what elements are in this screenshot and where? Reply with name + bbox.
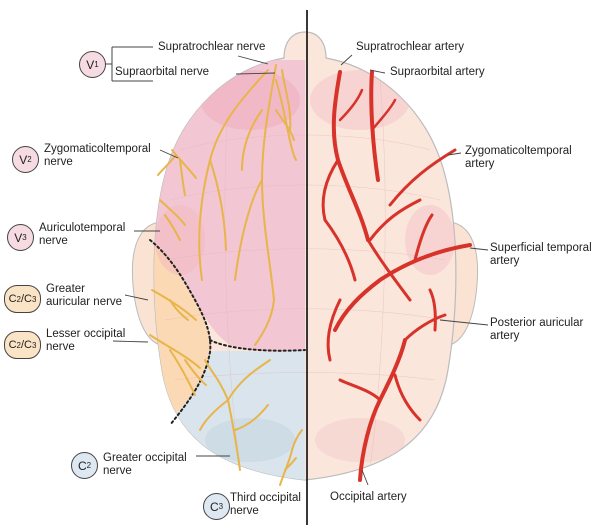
c2c3b-c2: C xyxy=(24,339,32,351)
posterior-auricular-artery-line2: artery xyxy=(490,330,520,342)
great-auricular-nerve-line2: auricular nerve xyxy=(46,296,123,308)
right-ear xyxy=(449,221,479,346)
great-auricular-nerve-line1: Greater xyxy=(46,283,85,295)
posterior-auricular-artery-line1: Posterior auricular xyxy=(490,317,584,329)
greater-occipital-nerve-line2: nerve xyxy=(103,465,132,477)
supraorbital-nerve-label: Supraorbital nerve xyxy=(115,66,209,78)
artery-branches xyxy=(321,70,472,482)
dermatome-boundary-occipital xyxy=(209,339,306,352)
c2c3a-c: C xyxy=(8,293,17,305)
c2c3b-c: C xyxy=(8,339,17,351)
v2-num: 2 xyxy=(27,155,32,164)
c3-letter: C xyxy=(209,499,219,514)
v1-letter: V xyxy=(86,57,95,72)
c2c3b-n1: 2 xyxy=(16,340,21,350)
supratrochlear-artery-label: Supratrochlear artery xyxy=(356,41,465,53)
v1-bracket xyxy=(104,46,153,82)
c3-num: 3 xyxy=(218,502,224,511)
lesser-occipital-nerve-line2: nerve xyxy=(46,341,75,353)
supratrochlear-nerve-label: Supratrochlear nerve xyxy=(158,41,266,53)
c2c3a-n2: 3 xyxy=(31,294,37,304)
temporal-muscle-right xyxy=(405,205,455,275)
zygomaticotemporal-nerve-line2: nerve xyxy=(44,156,73,168)
third-occipital-nerve-line1: Third occipital xyxy=(230,492,301,504)
v2-letter: V xyxy=(19,152,28,167)
c2c3b-n2: 3 xyxy=(31,340,37,350)
frontal-belly-left xyxy=(200,70,300,130)
zygomaticotemporal-artery-line1: Zygomaticoltemporal xyxy=(465,145,572,157)
supraorbital-artery-label: Supraorbital artery xyxy=(390,66,485,78)
lesser-occipital-nerve-line1: Lesser occipital xyxy=(46,328,126,340)
superficial-temporal-artery-line1: Superficial temporal xyxy=(490,242,592,254)
auriculotemporal-nerve-line2: nerve xyxy=(39,235,68,247)
c2c3a-slash: / xyxy=(20,293,25,305)
greater-occipital-nerve-line1: Greater occipital xyxy=(103,452,187,464)
v3-num: 3 xyxy=(22,233,27,242)
occipital-belly-right xyxy=(315,418,405,462)
nerve-branches xyxy=(149,64,303,486)
zygomaticotemporal-artery-line2: artery xyxy=(465,158,495,170)
superficial-temporal-artery-line2: artery xyxy=(490,255,520,267)
artery-leader-lines xyxy=(340,54,489,486)
v3-letter: V xyxy=(14,230,23,245)
c2-num: 2 xyxy=(86,461,92,470)
c2c3a-n1: 2 xyxy=(16,294,21,304)
zygomaticotemporal-nerve-line1: Zygomaticoltemporal xyxy=(44,143,151,155)
occipital-artery-label: Occipital artery xyxy=(330,491,407,503)
c2-letter: C xyxy=(77,458,87,473)
nerve-leader-lines xyxy=(112,55,276,457)
auriculotemporal-nerve-line1: Auriculotemporal xyxy=(39,222,126,234)
third-occipital-nerve-line2: nerve xyxy=(230,505,259,517)
v1-num: 1 xyxy=(94,60,99,69)
occipital-belly-left xyxy=(205,418,295,462)
trigeminal-territory xyxy=(154,60,305,353)
c2c3a-c2: C xyxy=(24,293,32,305)
left-ear xyxy=(131,221,161,346)
c2c3b-slash: / xyxy=(20,339,25,351)
